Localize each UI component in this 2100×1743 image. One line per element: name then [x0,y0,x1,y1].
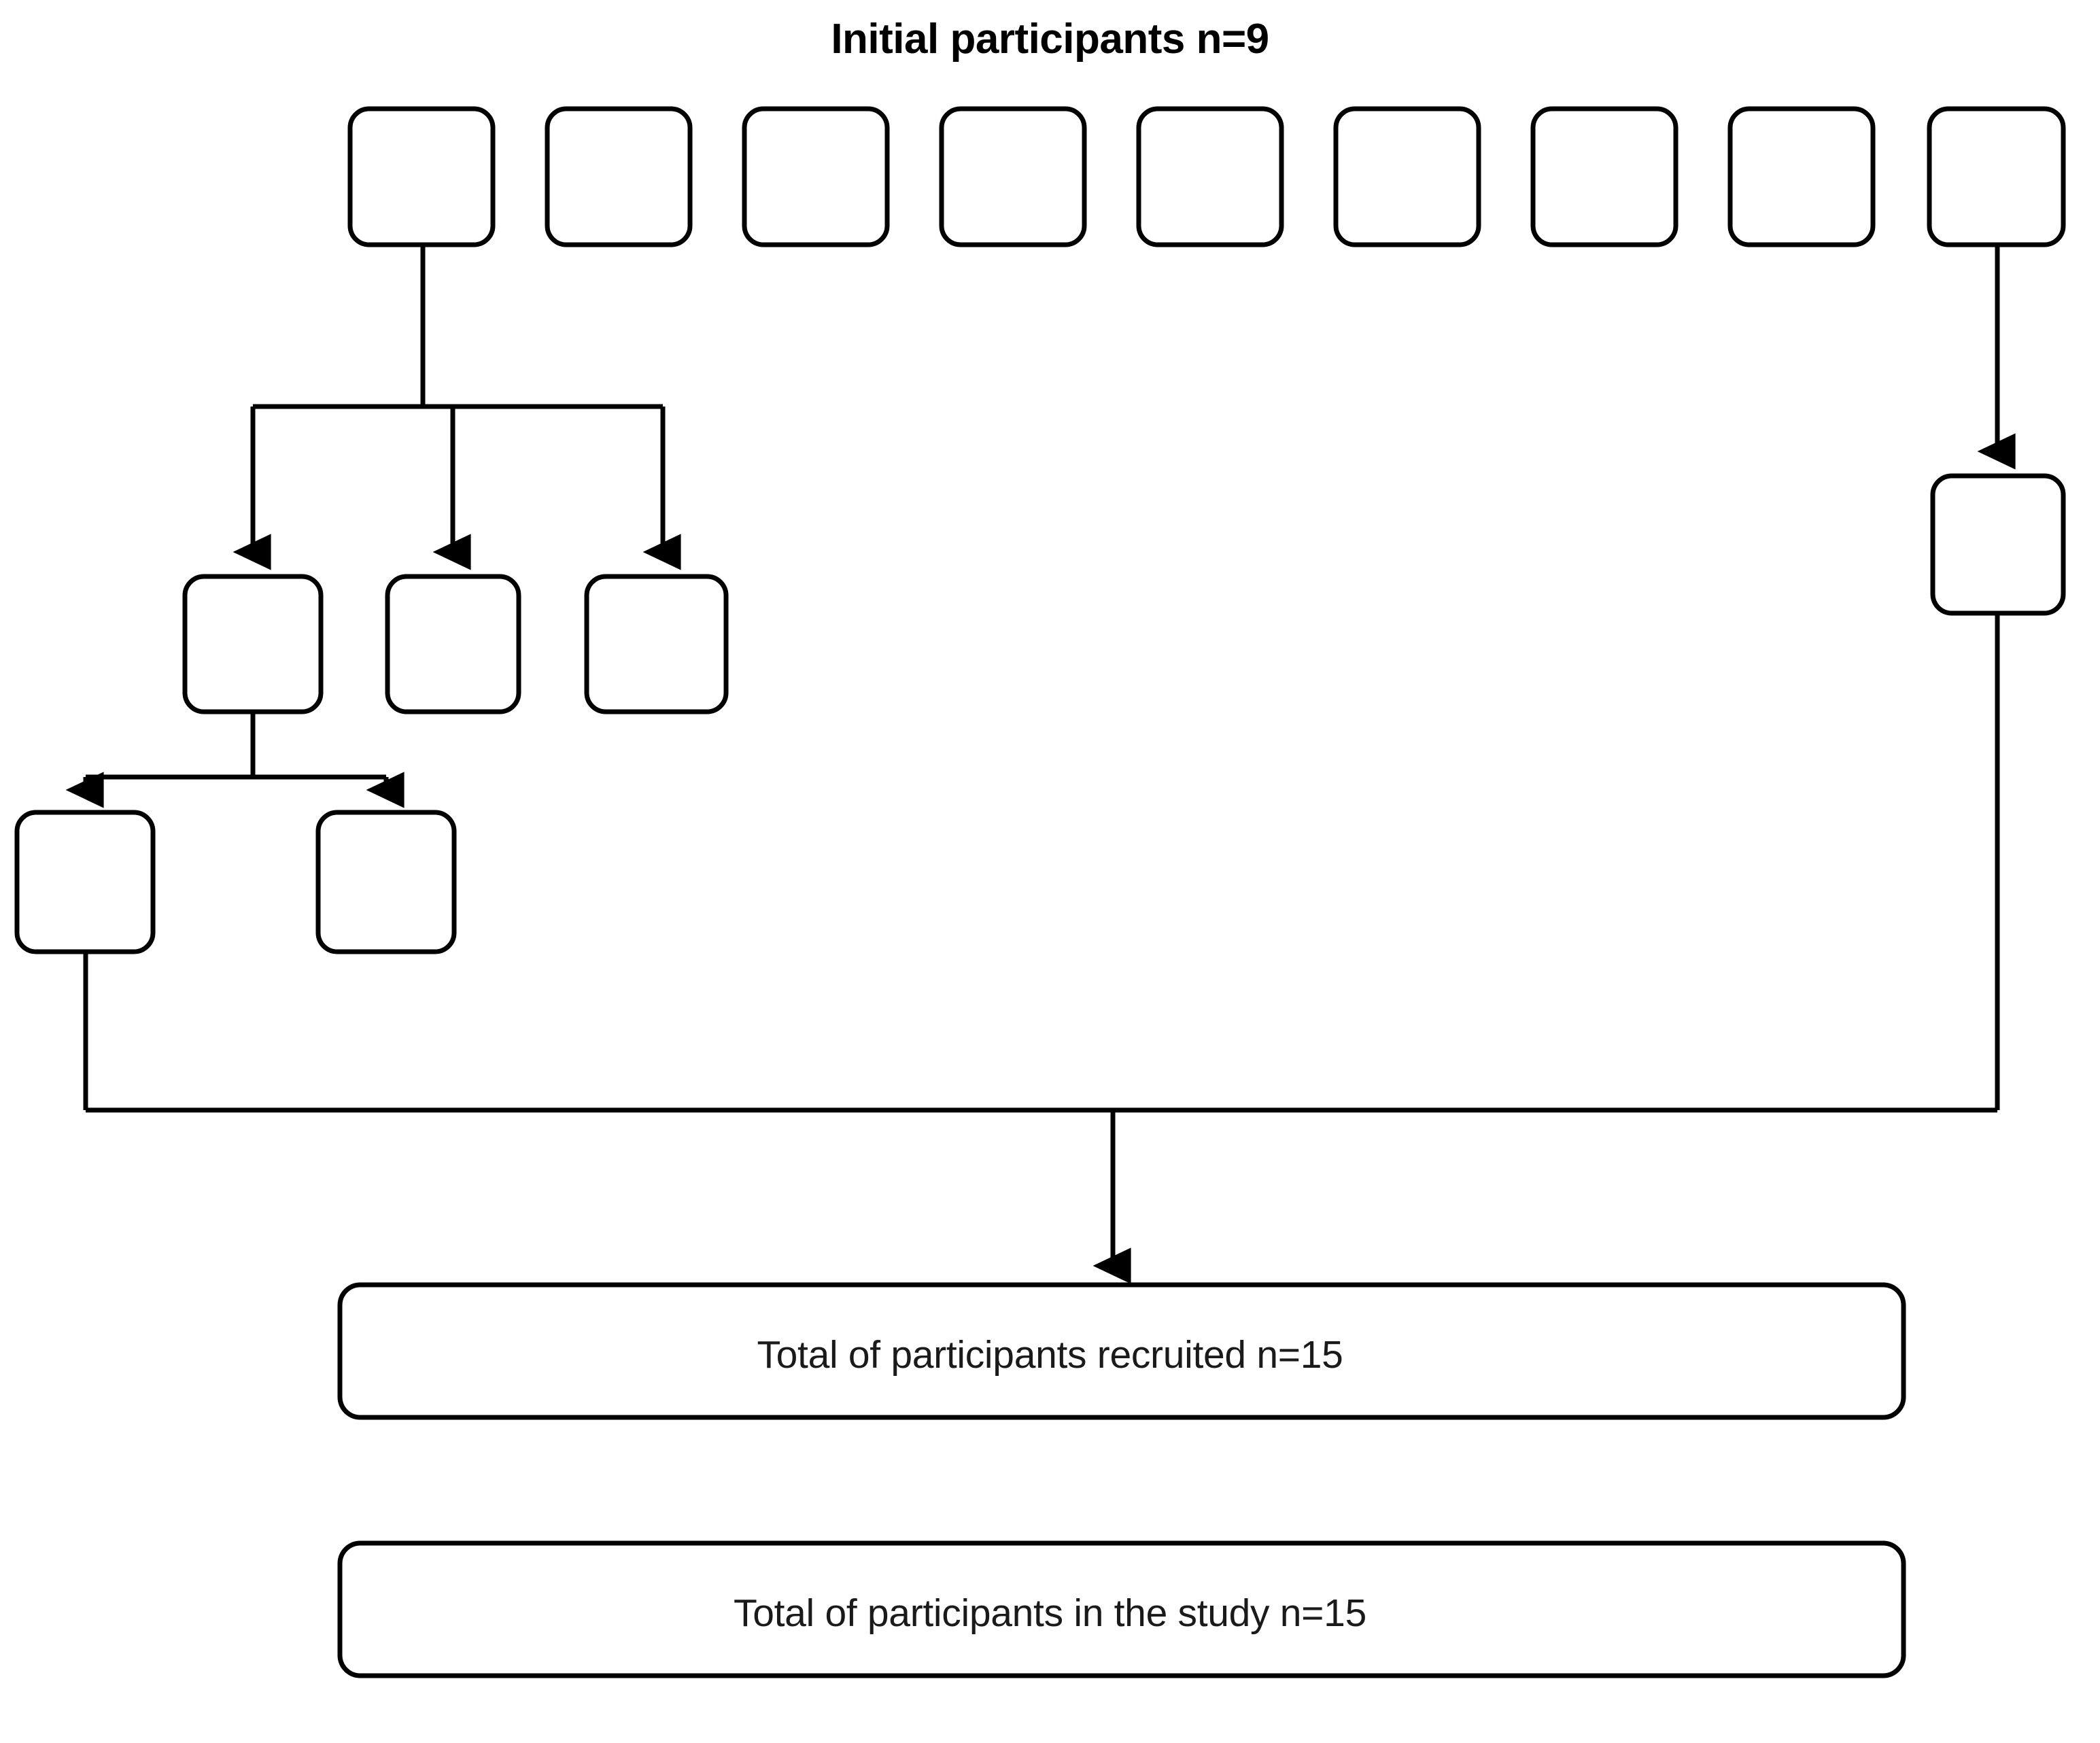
right-branch-box[interactable] [1930,473,2066,616]
summary-box-in-study[interactable] [337,1540,1906,1678]
participant-box-8[interactable] [1727,106,1876,247]
third-level-box-2[interactable] [315,810,457,954]
edge-group-box1-split [233,245,681,570]
second-level-row [182,574,729,714]
summary-label-in-study: Total of participants in the study n=15 [734,1591,1366,1635]
edge-group-convergence [83,613,2000,1284]
participant-box-4[interactable] [939,106,1087,247]
participant-box-9[interactable] [1927,106,2066,247]
summary-label-recruited: Total of participants recruited n=15 [757,1333,1343,1377]
edge-group-s1-split [65,712,404,808]
participant-box-7[interactable] [1530,106,1679,247]
second-level-box-1[interactable] [182,574,324,714]
participant-box-1[interactable] [347,106,496,247]
second-level-box-2[interactable] [385,574,521,714]
third-level-box-1[interactable] [14,810,156,954]
participant-box-5[interactable] [1136,106,1284,247]
initial-participants-row [347,106,2066,247]
participant-box-3[interactable] [742,106,890,247]
second-level-box-3[interactable] [584,574,729,714]
third-level-row [14,810,457,954]
summary-box-recruited[interactable] [337,1282,1906,1420]
participant-box-6[interactable] [1333,106,1481,247]
page-title: Initial participants n=9 [831,16,1269,63]
participant-box-2[interactable] [545,106,693,247]
